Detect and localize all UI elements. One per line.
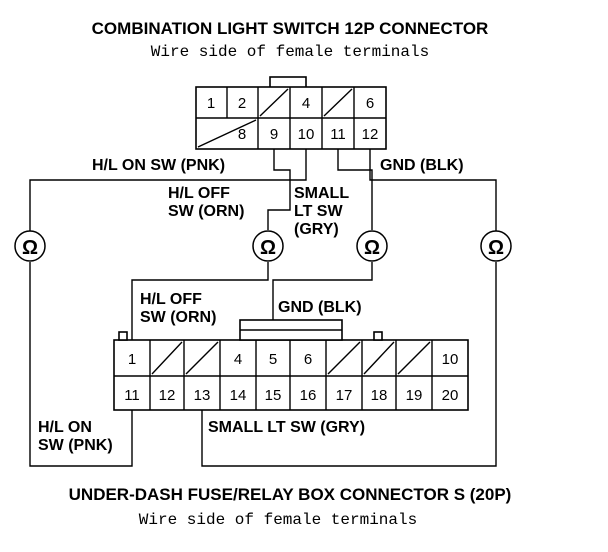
label-small-top: LT SW — [294, 203, 343, 220]
bottom-pin: 6 — [304, 351, 312, 368]
ohmmeter-icon — [480, 230, 512, 262]
bottom-connector-subtitle: Wire side of female terminals — [139, 511, 417, 529]
hl-off-wire — [267, 149, 291, 230]
bottom-pin: 18 — [371, 387, 388, 404]
top-pin: 10 — [298, 126, 315, 143]
bottom-pin: 11 — [124, 387, 140, 404]
top-pin: 8 — [238, 126, 246, 143]
bottom-pin: 17 — [336, 387, 353, 404]
top-pin: 4 — [302, 95, 310, 112]
label-hl-on-top: H/L ON SW (PNK) — [92, 157, 225, 174]
bottom-pin: 19 — [406, 387, 423, 404]
bottom-connector-title: UNDER-DASH FUSE/RELAY BOX CONNECTOR S (2… — [69, 485, 512, 504]
top-pin: 2 — [238, 95, 246, 112]
bottom-pin: 14 — [230, 387, 247, 404]
label-hl-on-bottom: SW (PNK) — [38, 437, 113, 454]
bottom-pin: 10 — [442, 351, 459, 368]
ohmmeters: Ω Ω Ω Ω — [14, 230, 512, 262]
ohm-symbol: Ω — [488, 237, 504, 259]
top-pin: 11 — [330, 126, 346, 143]
ohmmeter-icon — [252, 230, 284, 262]
bottom-pin: 16 — [300, 387, 317, 404]
label-small-top: (GRY) — [294, 221, 339, 238]
ohm-symbol: Ω — [364, 237, 380, 259]
label-hl-off-top: SW (ORN) — [168, 203, 244, 220]
label-hl-off-bottom: H/L OFF — [140, 291, 202, 308]
ohm-symbol: Ω — [260, 237, 276, 259]
bottom-pin: 20 — [442, 387, 459, 404]
top-connector-title: COMBINATION LIGHT SWITCH 12P CONNECTOR — [92, 19, 489, 38]
bottom-pin: 13 — [194, 387, 211, 404]
label-small-top: SMALL — [294, 185, 349, 202]
ohmmeter-icon — [14, 230, 46, 262]
ohm-symbol: Ω — [22, 237, 38, 259]
top-pin: 1 — [207, 95, 215, 112]
bottom-pin: 1 — [128, 351, 136, 368]
label-hl-off-top: H/L OFF — [168, 185, 230, 202]
label-gnd-top: GND (BLK) — [380, 157, 464, 174]
small-lt-wire — [337, 149, 373, 230]
label-small-bottom: SMALL LT SW (GRY) — [208, 419, 365, 436]
wires — [29, 149, 497, 467]
ohmmeter-icon — [356, 230, 388, 262]
wire-labels: H/L ON SW (PNK) GND (BLK) H/L OFF SW (OR… — [38, 157, 464, 454]
top-connector-subtitle: Wire side of female terminals — [151, 43, 429, 61]
bottom-pin: 12 — [159, 387, 176, 404]
hl-on-wire — [29, 149, 307, 232]
bottom-connector: 1 4 5 6 10 11 12 13 14 15 16 17 18 19 20 — [113, 319, 469, 411]
top-pin: 9 — [270, 126, 278, 143]
bottom-pin: 4 — [234, 351, 242, 368]
top-connector: 1 2 4 6 8 9 10 11 12 — [195, 76, 387, 150]
top-pin: 12 — [362, 126, 379, 143]
label-hl-on-bottom: H/L ON — [38, 419, 92, 436]
label-hl-off-bottom: SW (ORN) — [140, 309, 216, 326]
gnd-wire — [369, 149, 497, 232]
label-gnd-bottom: GND (BLK) — [278, 299, 362, 316]
bottom-pin: 5 — [269, 351, 277, 368]
bottom-pin: 15 — [265, 387, 282, 404]
top-pin: 6 — [366, 95, 374, 112]
